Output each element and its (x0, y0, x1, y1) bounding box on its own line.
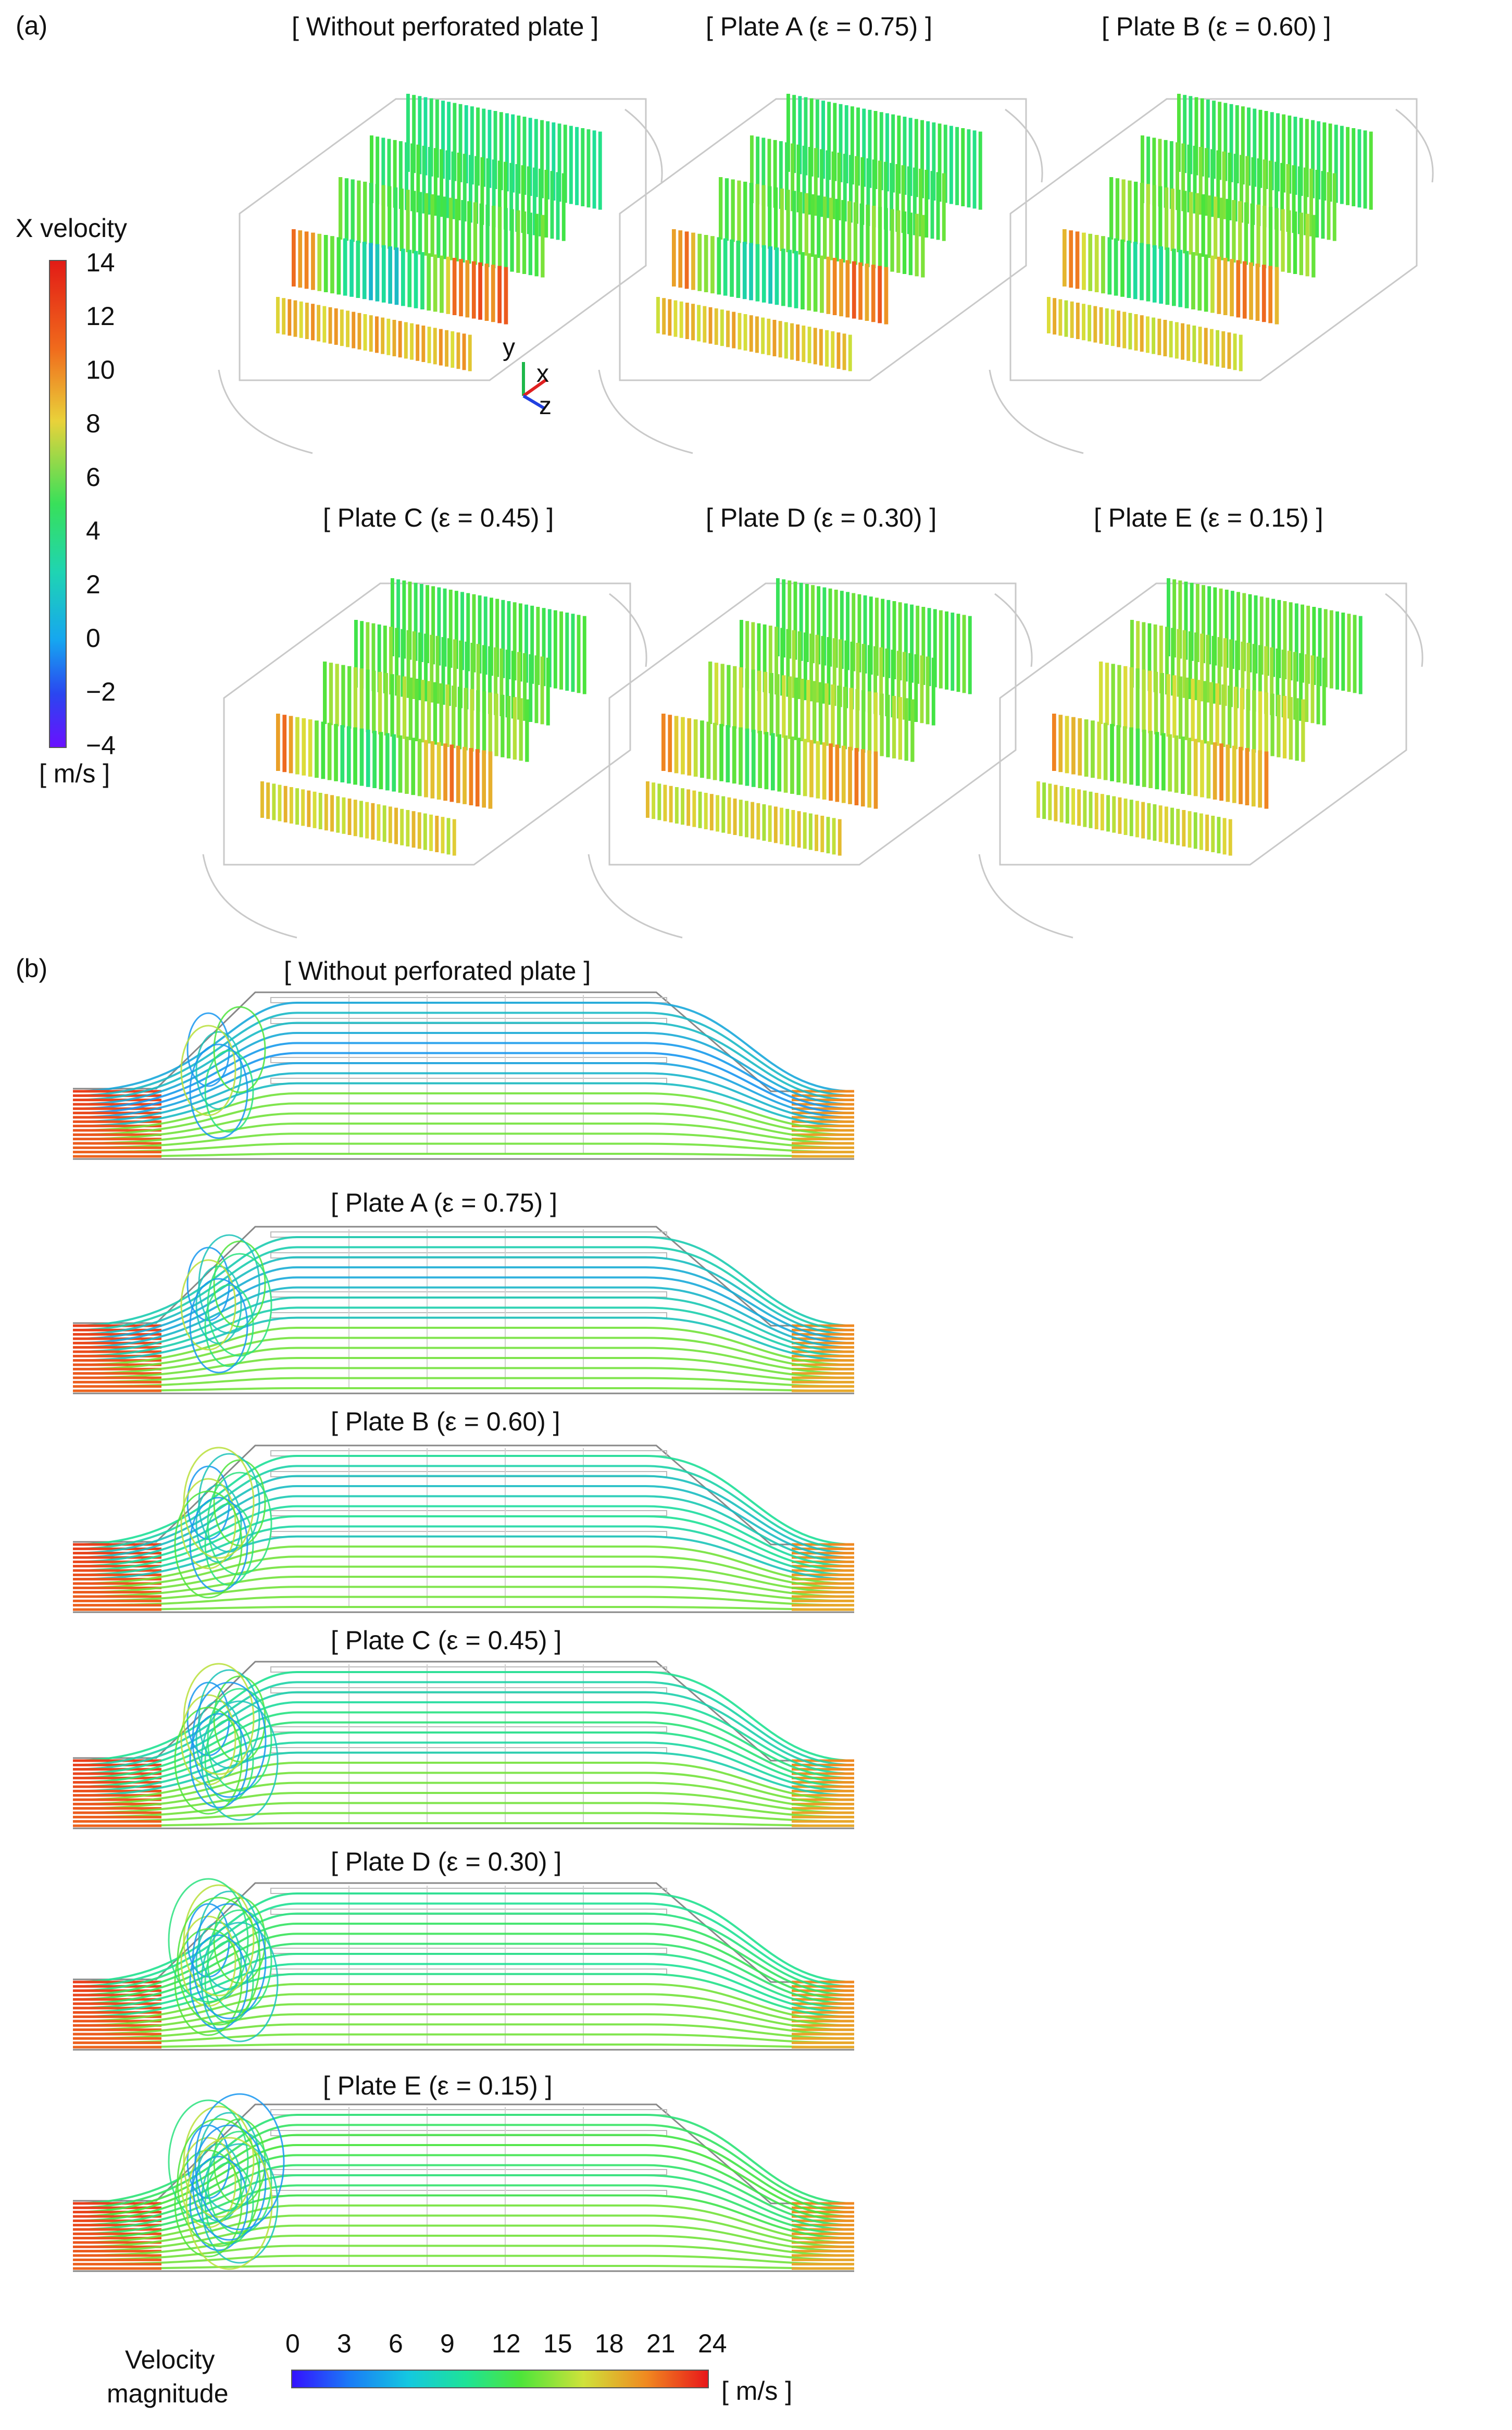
panel-a-title-4: [ Plate D (ε = 0.30) ] (706, 503, 937, 532)
streamline-view-5 (72, 2093, 855, 2272)
panel-a-title-0: [ Without perforated plate ] (292, 12, 599, 41)
x-velocity-tick: 4 (86, 516, 101, 545)
panel-b-title-4: [ Plate D (ε = 0.30) ] (331, 1847, 562, 1876)
panel-a-label: (a) (16, 11, 48, 40)
velocity-magnitude-tick: 3 (337, 2329, 352, 2358)
panel-a-title-5: [ Plate E (ε = 0.15) ] (1094, 503, 1323, 532)
slice-view-3 (202, 578, 647, 939)
velocity-magnitude-tick: 24 (698, 2329, 727, 2358)
coordinate-axes-icon (522, 362, 548, 410)
panel-b-title-2: [ Plate B (ε = 0.60) ] (331, 1407, 560, 1436)
x-velocity-tick: −4 (86, 731, 116, 760)
slice-view-2 (989, 94, 1434, 454)
panel-b-label: (b) (16, 954, 48, 983)
x-velocity-tick: 0 (86, 624, 101, 653)
axis-label-z: z (539, 392, 552, 420)
x-velocity-tick: 10 (86, 355, 115, 384)
velocity-magnitude-unit: [ m/s ] (721, 2376, 793, 2406)
slice-view-4 (588, 578, 1033, 939)
panel-a-title-3: [ Plate C (ε = 0.45) ] (323, 503, 554, 532)
panel-a-title-2: [ Plate B (ε = 0.60) ] (1102, 12, 1331, 41)
x-velocity-tick: 2 (86, 570, 101, 599)
streamline-view-3 (72, 1661, 855, 1829)
panel-b-title-3: [ Plate C (ε = 0.45) ] (331, 1626, 562, 1655)
axis-label-y: y (503, 334, 515, 362)
panel-b-title-0: [ Without perforated plate ] (284, 956, 591, 986)
velocity-magnitude-tick: 12 (492, 2329, 521, 2358)
velocity-magnitude-tick: 21 (646, 2329, 676, 2358)
velocity-magnitude-tick: 0 (285, 2329, 300, 2358)
panel-b-title-5: [ Plate E (ε = 0.15) ] (323, 2071, 553, 2100)
velocity-magnitude-colorbar (291, 2370, 709, 2388)
velocity-magnitude-tick: 9 (440, 2329, 455, 2358)
streamline-view-4 (72, 1878, 855, 2051)
streamline-view-2 (72, 1444, 855, 1613)
x-velocity-tick: 6 (86, 463, 101, 492)
x-velocity-tick: −2 (86, 677, 116, 706)
velocity-magnitude-tick: 6 (389, 2329, 403, 2358)
velocity-magnitude-title-line1: Velocity (125, 2345, 215, 2374)
panel-a-title-1: [ Plate A (ε = 0.75) ] (706, 12, 933, 41)
velocity-magnitude-tick: 18 (595, 2329, 624, 2358)
x-velocity-tick: 8 (86, 409, 101, 438)
x-velocity-tick: 14 (86, 248, 115, 277)
streamline-view-1 (72, 1226, 855, 1394)
x-velocity-unit: [ m/s ] (39, 759, 110, 788)
slice-view-0 (218, 94, 663, 454)
x-velocity-tick: 12 (86, 302, 115, 331)
panel-b-title-1: [ Plate A (ε = 0.75) ] (331, 1188, 558, 1217)
x-velocity-legend-title: X velocity (16, 214, 127, 243)
velocity-magnitude-title-line2: magnitude (107, 2379, 229, 2408)
velocity-magnitude-tick: 15 (543, 2329, 572, 2358)
slice-view-1 (598, 94, 1043, 454)
x-velocity-slice-views (202, 94, 1434, 939)
x-velocity-colorbar (49, 260, 67, 748)
axis-label-x: x (536, 360, 549, 388)
slice-view-5 (978, 578, 1423, 939)
streamline-view-0 (72, 991, 855, 1160)
